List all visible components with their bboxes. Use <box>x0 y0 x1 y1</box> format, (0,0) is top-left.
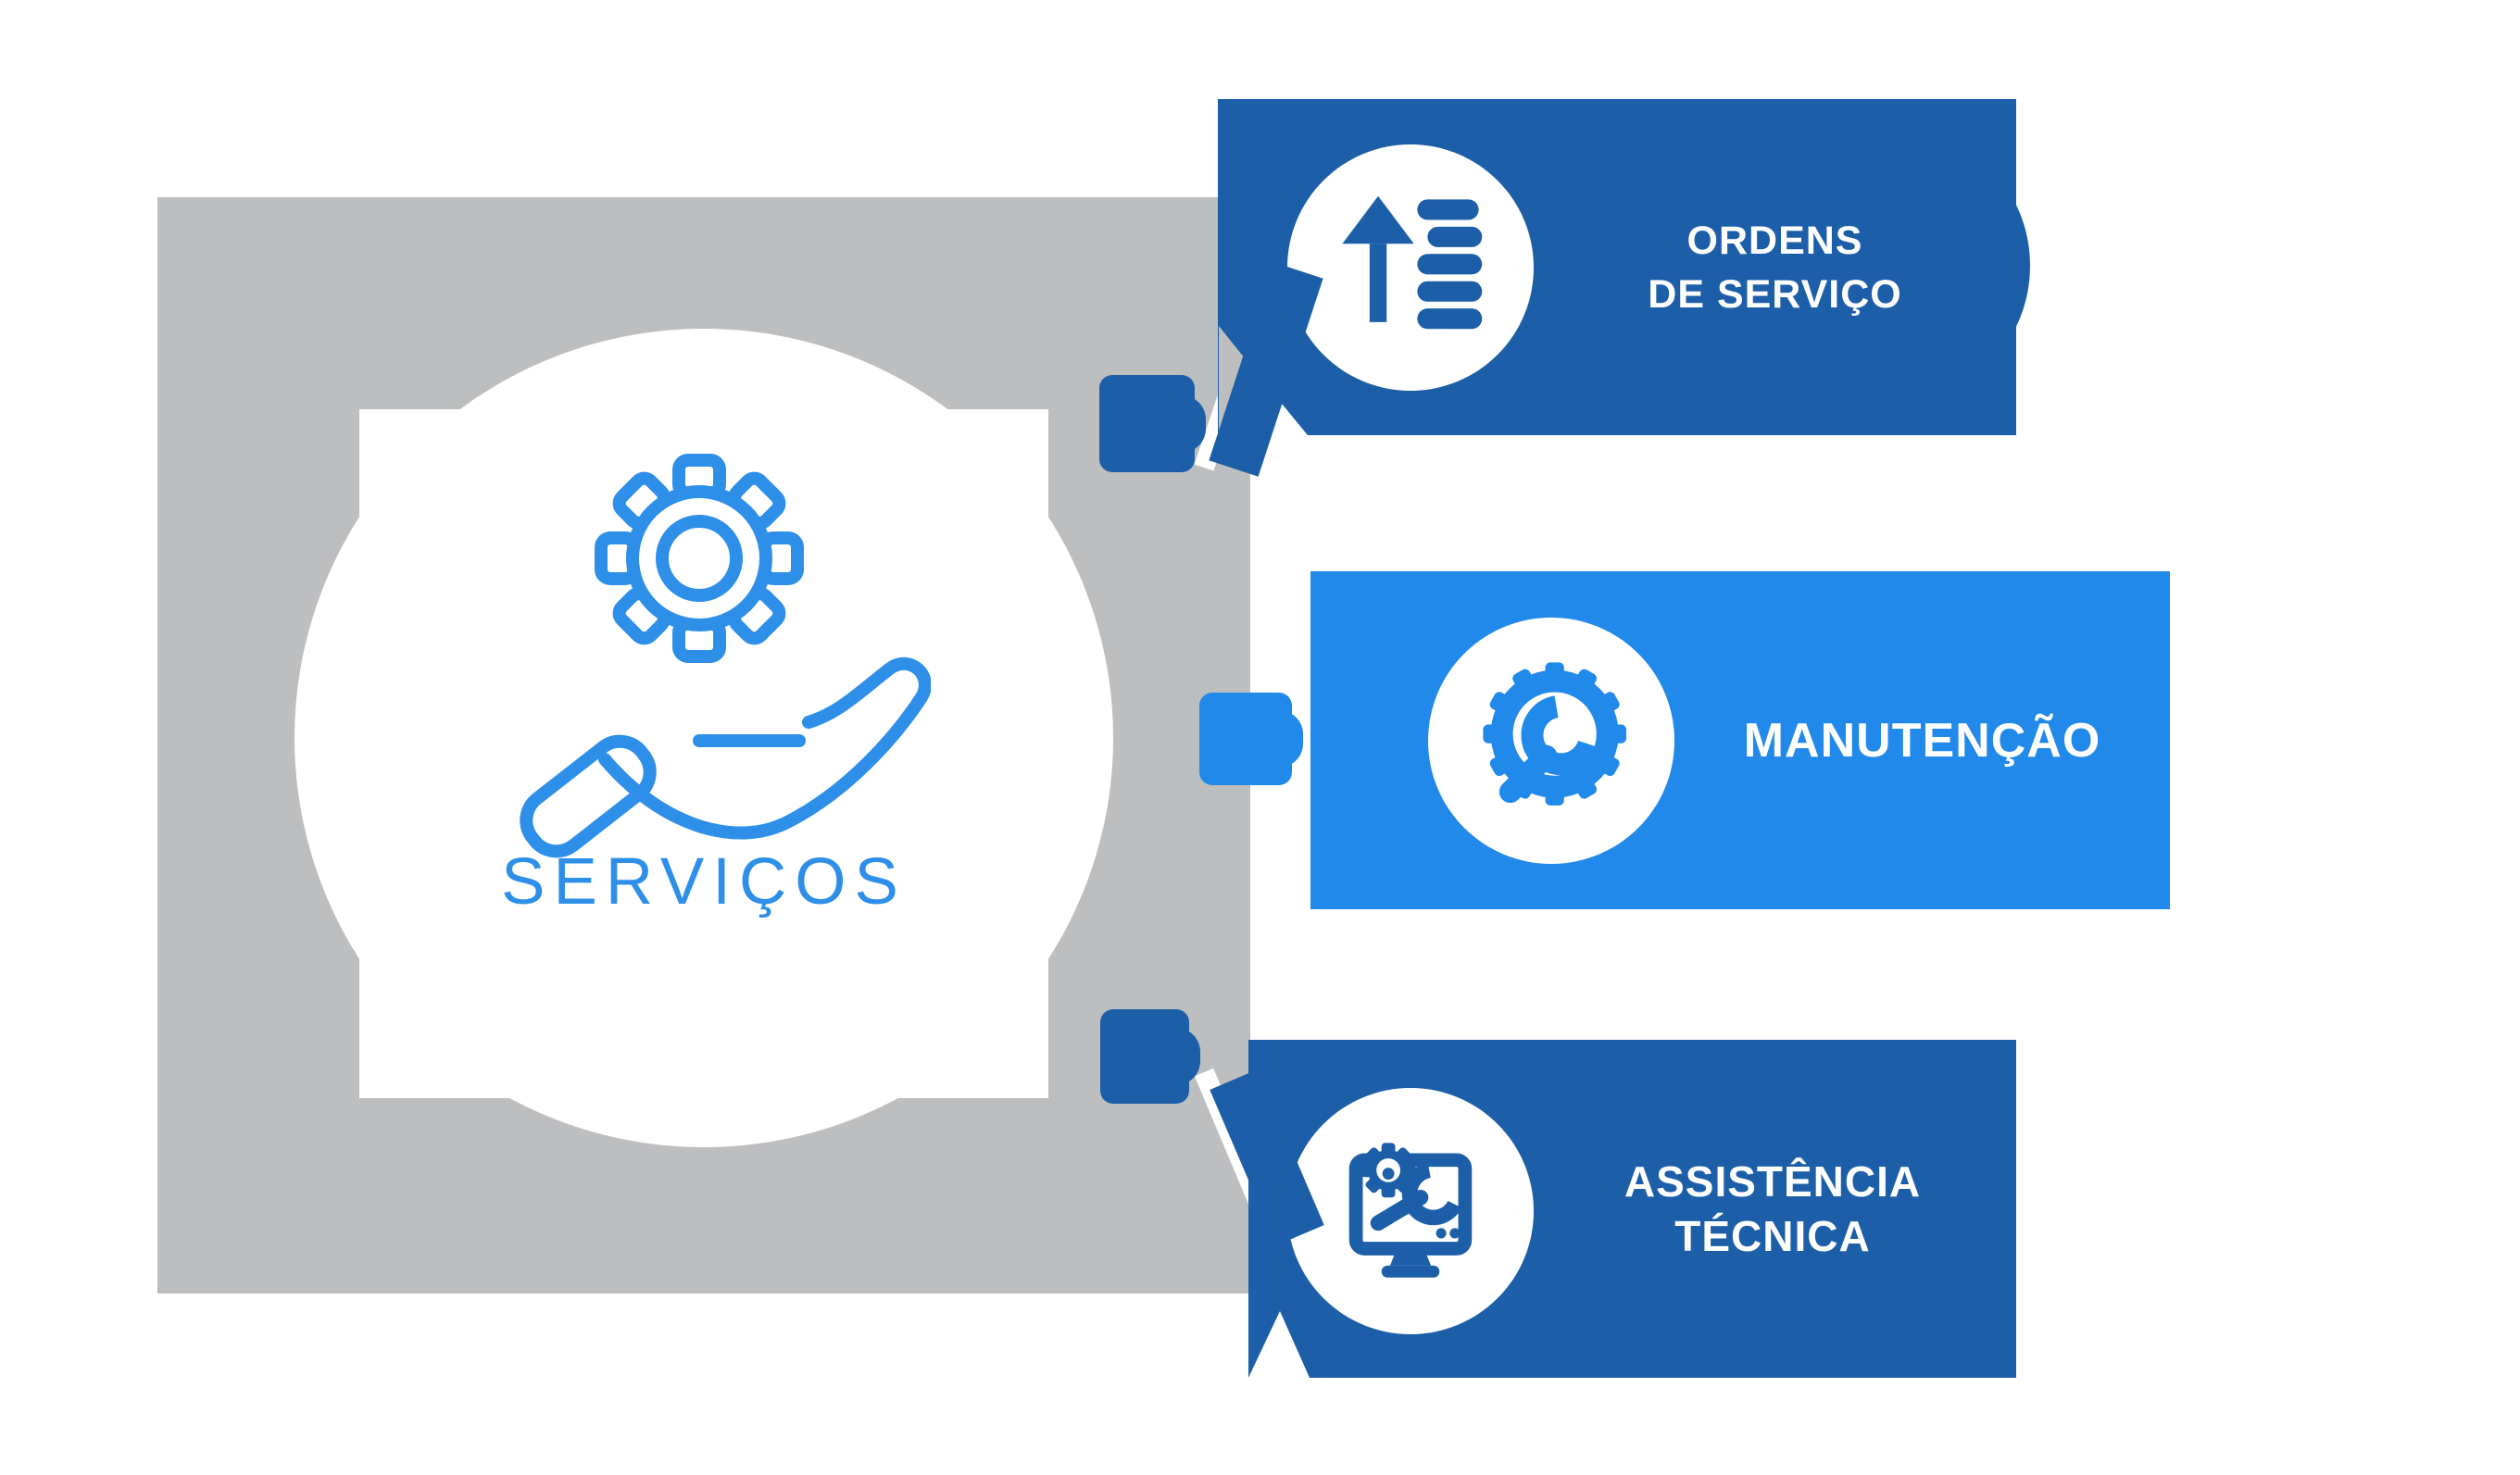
banner-ordens-de-servico[interactable]: ORDENS DE SERVIÇO <box>1218 99 2016 435</box>
banner-1-line-2: DE SERVIÇO <box>1648 271 1902 317</box>
chevron-down-icon <box>1210 1069 1324 1246</box>
banner-1-label: ORDENS DE SERVIÇO <box>1534 99 2016 435</box>
banner-3-line-2: TÉCNICA <box>1674 1211 1871 1260</box>
connector-square-3 <box>1100 1009 1200 1104</box>
banner-2-line-1: MANUTENÇÃO <box>1743 713 2101 768</box>
banner-3-line-1: ASSISTÊNCIA <box>1624 1156 1922 1206</box>
gear-wrench-icon <box>1483 662 1626 806</box>
arrow-up-list-icon <box>1342 195 1483 330</box>
gear-outline <box>595 454 804 663</box>
banner-3-icon-circle <box>1287 1088 1534 1334</box>
banner-3-corner-notch <box>1248 1311 1310 1378</box>
banner-manutencao[interactable]: MANUTENÇÃO <box>1310 571 2170 909</box>
hand-holding-gear-icon <box>520 454 931 858</box>
banner-assistencia-tecnica[interactable]: ASSISTÊNCIA TÉCNICA <box>1248 1040 2016 1378</box>
banner-1-icon-circle <box>1287 144 1534 391</box>
hand-outline <box>520 656 931 858</box>
chevron-up-icon <box>1209 262 1323 477</box>
banner-2-label: MANUTENÇÃO <box>1674 571 2170 909</box>
banner-1-line-1: ORDENS <box>1686 218 1863 263</box>
banner-2-icon-circle <box>1428 618 1674 864</box>
banner-3-label: ASSISTÊNCIA TÉCNICA <box>1529 1040 2016 1378</box>
medallion-label: SERVIÇOS <box>501 845 907 919</box>
computer-repair-icon <box>1348 1143 1473 1278</box>
connector-square-2 <box>1199 693 1303 785</box>
